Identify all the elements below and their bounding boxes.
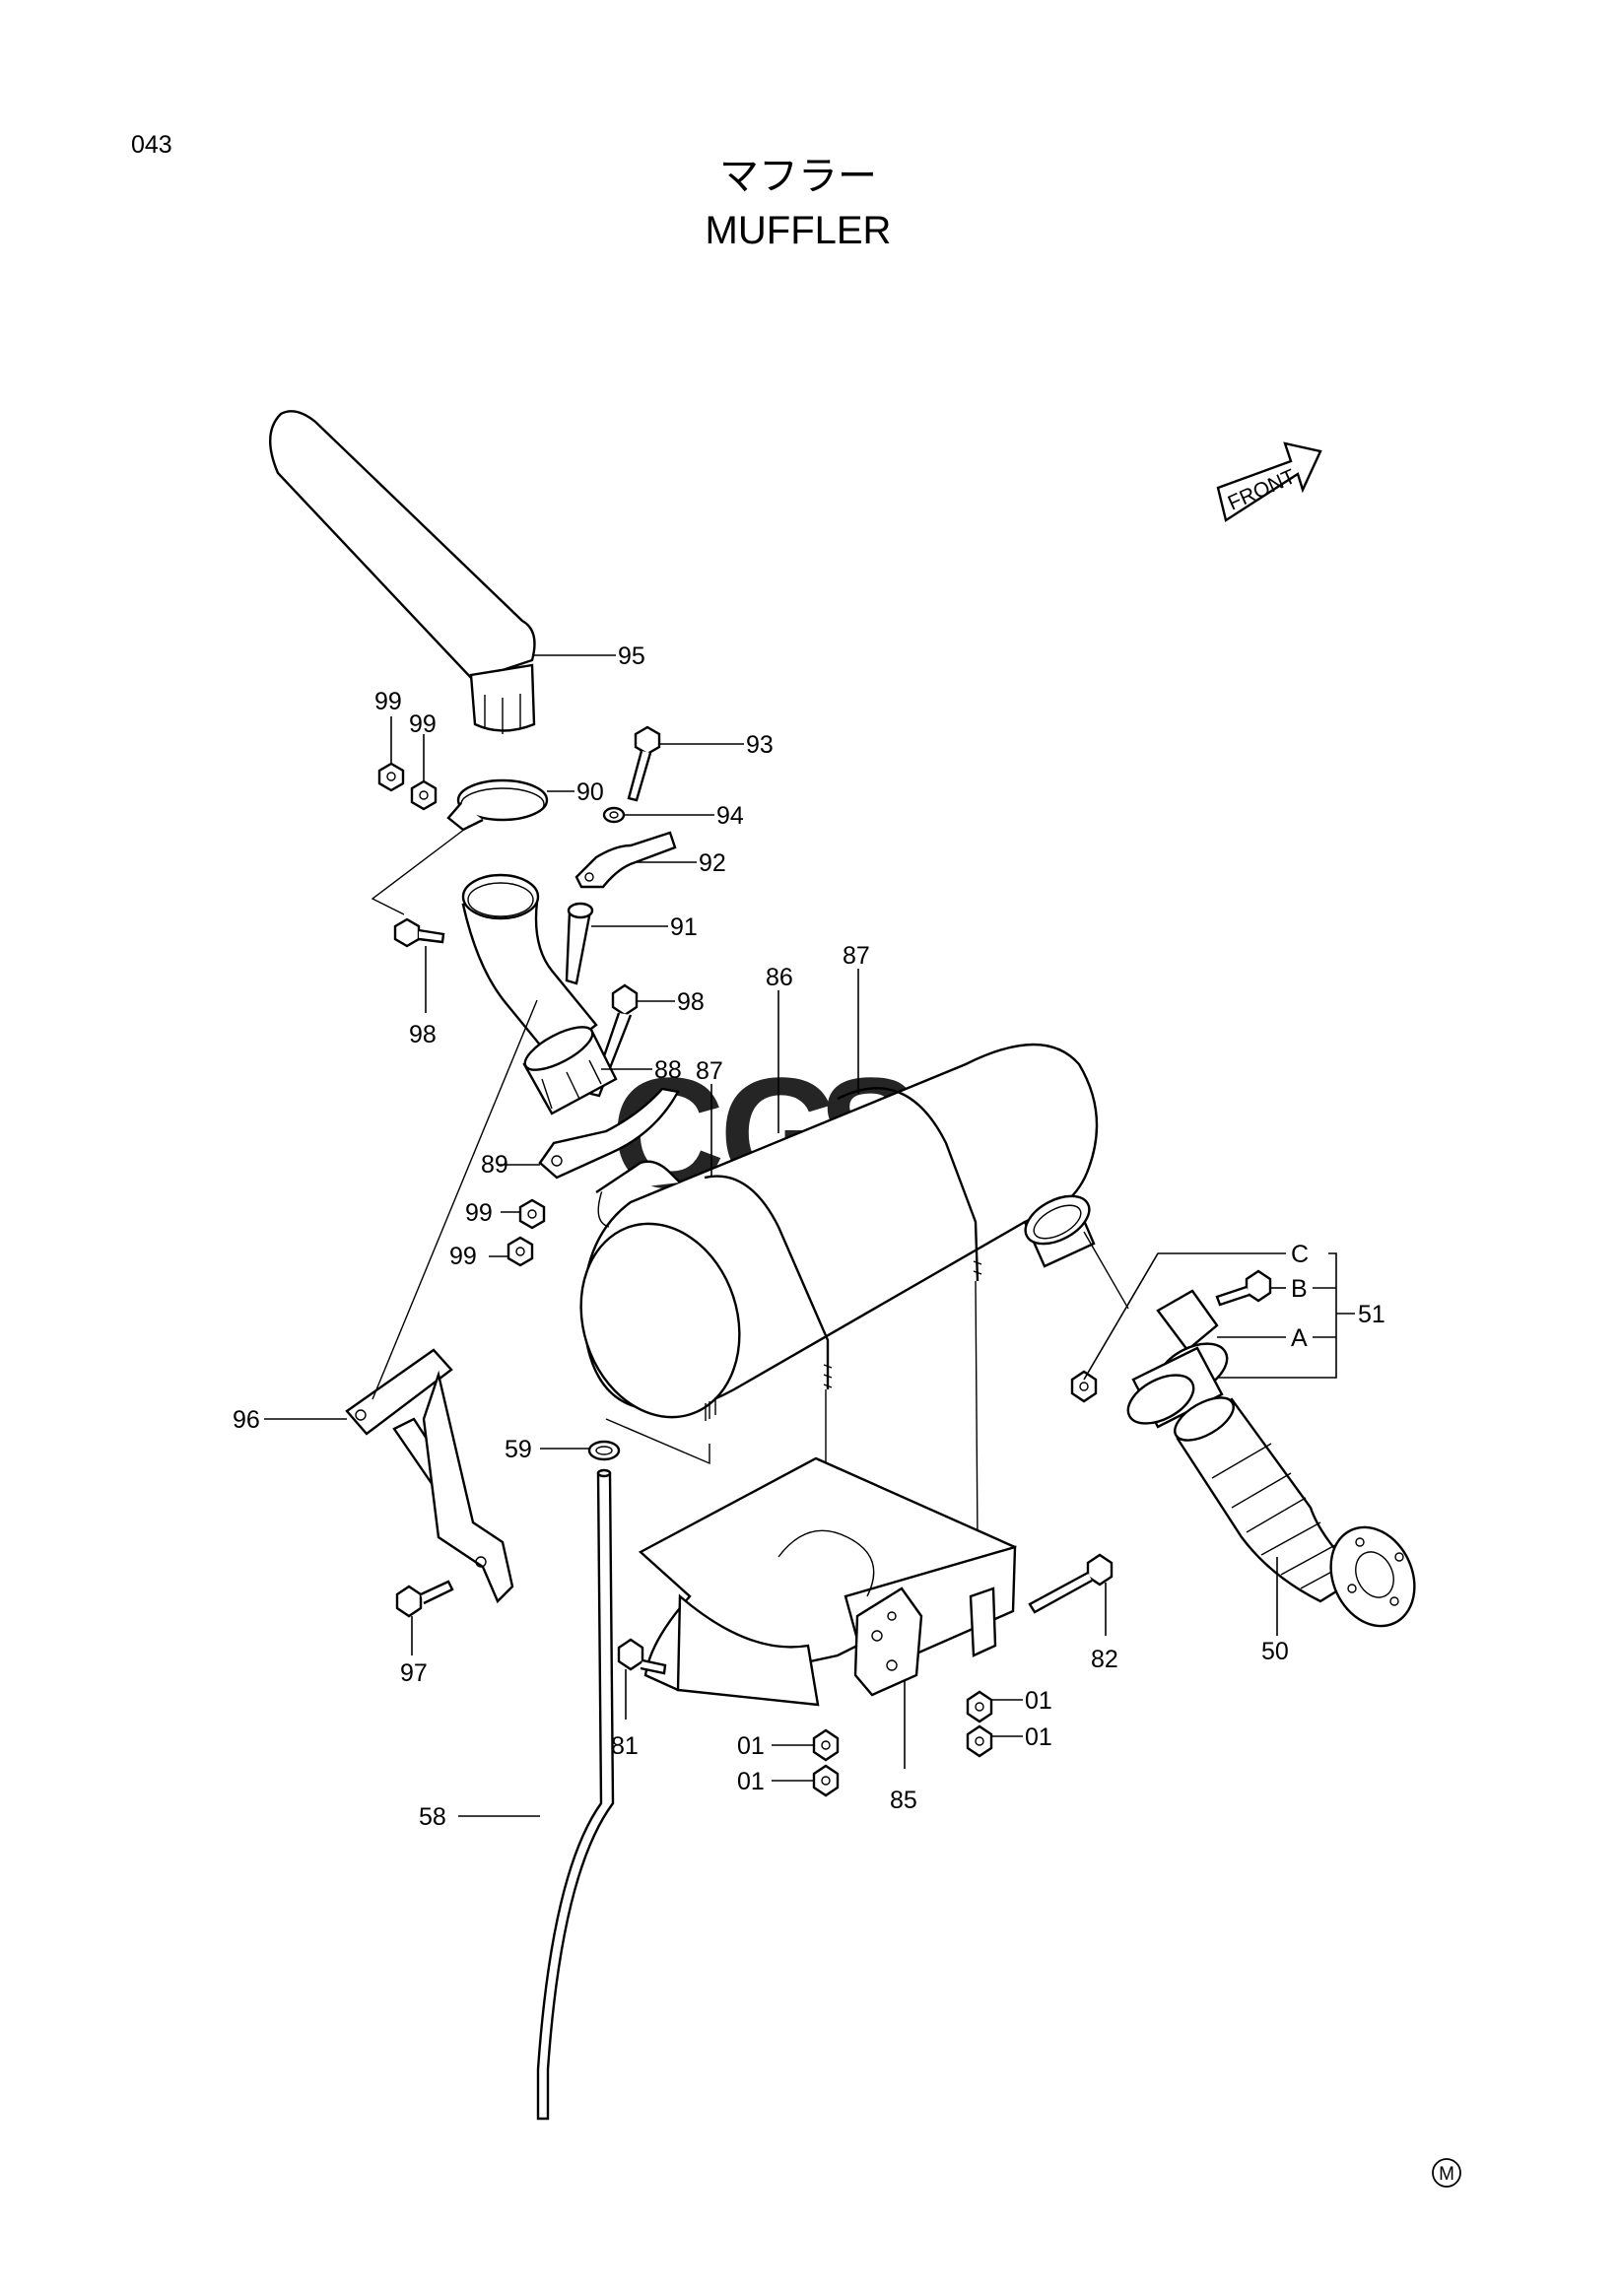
callout-95: 95 <box>618 642 645 670</box>
bracket-part-92 <box>574 831 677 889</box>
title-japanese: マフラー <box>719 155 877 198</box>
bolt-part-51-b <box>1215 1269 1272 1307</box>
nut-part-01b <box>966 1724 993 1758</box>
flex-pipe-part-50 <box>1174 1396 1416 1628</box>
callout-97: 97 <box>400 1659 428 1687</box>
clamp-assembly-part-51 <box>1126 1289 1229 1429</box>
callout-91: 91 <box>670 913 698 941</box>
front-arrow-icon: FRONT <box>1216 441 1322 522</box>
drain-tube-part-58 <box>536 1468 615 2121</box>
nut-part-01c <box>812 1728 840 1762</box>
callout-59: 59 <box>505 1436 532 1463</box>
stay-part-96 <box>345 1348 514 1604</box>
callout-01a: 01 <box>1025 1687 1052 1715</box>
callout-99b: 99 <box>409 710 437 738</box>
callout-92: 92 <box>699 849 726 877</box>
callout-98b: 98 <box>677 988 705 1016</box>
callout-94: 94 <box>716 802 744 830</box>
page-number: 043 <box>131 131 172 159</box>
callout-98a: 98 <box>409 1021 437 1048</box>
bolt-part-98a <box>393 917 445 948</box>
muffler-body-part-86 <box>579 1043 1099 1421</box>
mounting-bracket-part-85 <box>638 1456 1017 1707</box>
clip-part-59 <box>587 1440 621 1461</box>
exhaust-stack-part-95 <box>268 410 536 734</box>
callout-89: 89 <box>481 1151 508 1179</box>
footer-mark-letter: M <box>1439 2164 1454 2185</box>
bolt-part-93 <box>627 725 661 802</box>
callout-93: 93 <box>746 731 774 759</box>
nut-part-99b <box>410 779 438 811</box>
nut-part-99c <box>518 1198 546 1230</box>
callout-58: 58 <box>419 1803 446 1831</box>
pipe-part-91 <box>565 902 594 985</box>
nut-part-51-c <box>1070 1370 1098 1403</box>
callout-88: 88 <box>654 1056 682 1084</box>
title-english: MUFFLER <box>706 209 892 252</box>
clamp-part-90 <box>446 778 549 832</box>
callout-01c: 01 <box>737 1732 765 1760</box>
bolt-part-97 <box>395 1580 454 1618</box>
bolt-part-82 <box>1028 1553 1114 1614</box>
u-bolt-part-87a <box>704 1175 833 1389</box>
callout-96: 96 <box>233 1406 260 1434</box>
bracket-part-89 <box>538 1087 680 1180</box>
callout-a: A <box>1291 1324 1308 1352</box>
bolt-part-81 <box>617 1638 667 1675</box>
callout-99c: 99 <box>465 1199 493 1227</box>
nut-part-99d <box>507 1236 534 1267</box>
callout-b: B <box>1291 1275 1308 1303</box>
nut-part-01a <box>966 1690 993 1723</box>
washer-part-94 <box>602 806 626 824</box>
callout-50: 50 <box>1261 1638 1289 1665</box>
callout-82: 82 <box>1091 1646 1118 1673</box>
callout-81: 81 <box>611 1732 639 1760</box>
callout-c: C <box>1291 1241 1309 1268</box>
coupling-part-88 <box>522 1026 618 1115</box>
callout-90: 90 <box>576 778 604 806</box>
callout-99a: 99 <box>374 688 402 715</box>
muffler-outlet <box>1023 1194 1096 1268</box>
callout-87a: 87 <box>696 1057 723 1085</box>
callout-99d: 99 <box>449 1243 477 1270</box>
callout-01d: 01 <box>737 1768 765 1795</box>
callout-01b: 01 <box>1025 1723 1052 1751</box>
callout-51: 51 <box>1358 1301 1385 1328</box>
footer-mark: M <box>1432 2158 1461 2188</box>
u-bolt-part-87b <box>837 1087 982 1282</box>
callout-86: 86 <box>766 964 793 991</box>
nut-part-01d <box>812 1764 840 1797</box>
callout-85: 85 <box>890 1787 917 1814</box>
nut-part-99a <box>377 762 405 792</box>
callout-87b: 87 <box>843 942 870 970</box>
